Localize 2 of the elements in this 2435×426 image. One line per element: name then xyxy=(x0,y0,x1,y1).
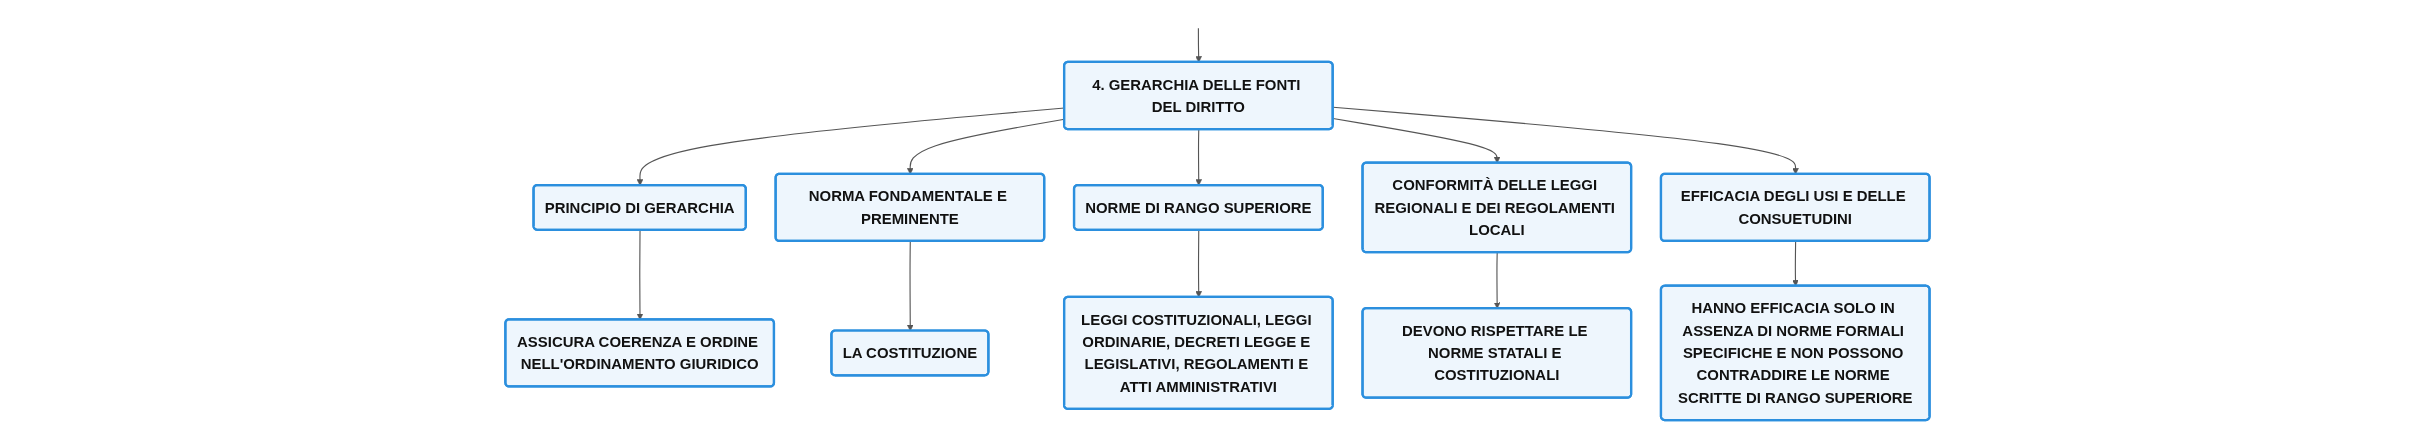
arrow xyxy=(636,229,644,320)
arrow xyxy=(1493,252,1501,309)
